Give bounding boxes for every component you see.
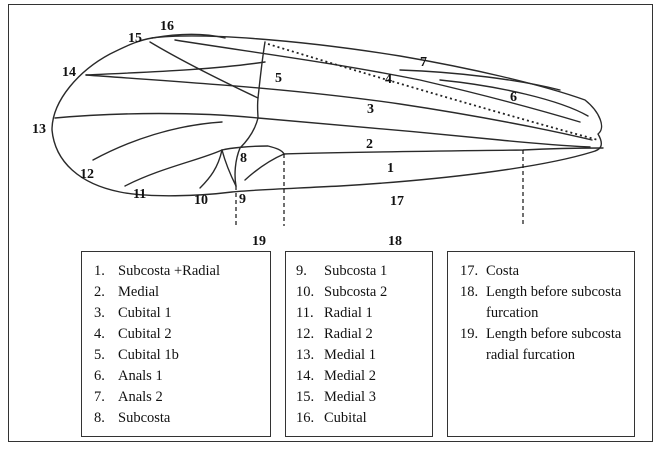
measure-label-19: 19 xyxy=(252,234,266,249)
vein-4 xyxy=(174,39,581,123)
label-6: 6 xyxy=(510,90,517,105)
legend-item: 9.Subcosta 1 xyxy=(296,263,388,279)
vein-12 xyxy=(92,121,223,161)
label-12: 12 xyxy=(80,167,94,182)
measure-label-18: 18 xyxy=(388,234,402,249)
vein-2 xyxy=(257,117,591,148)
legend-item: 1.Subcosta +Radial xyxy=(94,263,221,279)
legend-column-2: 9.Subcosta 1 10.Subcosta 2 11.Radial 1 1… xyxy=(285,251,433,437)
legend-column-3: 17.Costa 18.Length before subcosta furca… xyxy=(447,251,635,437)
legend-item: 13.Medial 1 xyxy=(296,347,376,363)
legend-item: 19.Length before subcosta radial furcati… xyxy=(460,326,622,363)
label-9: 9 xyxy=(239,192,246,207)
vein-1 xyxy=(283,147,604,155)
legend-item: 5.Cubital 1b xyxy=(94,347,179,363)
legend-item: 15.Medial 3 xyxy=(296,389,376,405)
legend-item: 7.Anals 2 xyxy=(94,389,163,405)
vein-14 xyxy=(85,61,266,76)
vein-stem xyxy=(234,117,259,187)
label-13: 13 xyxy=(32,122,46,137)
label-2: 2 xyxy=(366,137,373,152)
legend-item: 10.Subcosta 2 xyxy=(296,284,388,300)
legend-item: 14.Medial 2 xyxy=(296,368,376,384)
label-8: 8 xyxy=(240,151,247,166)
vein-6 xyxy=(439,79,589,117)
cell-8 xyxy=(221,145,285,181)
legend-item: 2.Medial xyxy=(94,284,160,300)
vein-7 xyxy=(399,69,561,91)
legend-item: 8.Subcosta xyxy=(94,410,171,426)
legend-item: 18.Length before subcosta furcation xyxy=(460,284,622,321)
legend-item: 11.Radial 1 xyxy=(296,305,373,321)
vein-10 xyxy=(199,149,223,189)
label-14: 14 xyxy=(62,65,76,80)
label-10: 10 xyxy=(194,193,208,208)
vein-3 xyxy=(85,74,593,141)
legend-item: 3.Cubital 1 xyxy=(94,305,172,321)
legend-item: 17.Costa xyxy=(460,263,520,279)
legend-item: 4.Cubital 2 xyxy=(94,326,172,342)
label-11: 11 xyxy=(133,187,146,202)
vein-15 xyxy=(149,41,259,99)
vein-costa xyxy=(151,33,226,39)
label-15: 15 xyxy=(128,31,142,46)
label-17: 17 xyxy=(390,194,404,209)
legend-item: 12.Radial 2 xyxy=(296,326,373,342)
wing-outline xyxy=(51,35,603,197)
legend-item: 16.Cubital xyxy=(296,410,367,426)
vein-9 xyxy=(221,149,237,187)
label-5: 5 xyxy=(275,71,282,86)
label-3: 3 xyxy=(367,102,374,117)
label-7: 7 xyxy=(420,55,427,70)
label-16: 16 xyxy=(160,19,174,34)
vein-11 xyxy=(124,149,223,187)
label-4: 4 xyxy=(385,72,392,87)
legend-column-1: 1.Subcosta +Radial 2.Medial 3.Cubital 1 … xyxy=(81,251,271,437)
vein-13 xyxy=(54,112,259,119)
dotted-vein xyxy=(267,43,599,141)
legend-item: 6.Anals 1 xyxy=(94,368,163,384)
label-1: 1 xyxy=(387,161,394,176)
